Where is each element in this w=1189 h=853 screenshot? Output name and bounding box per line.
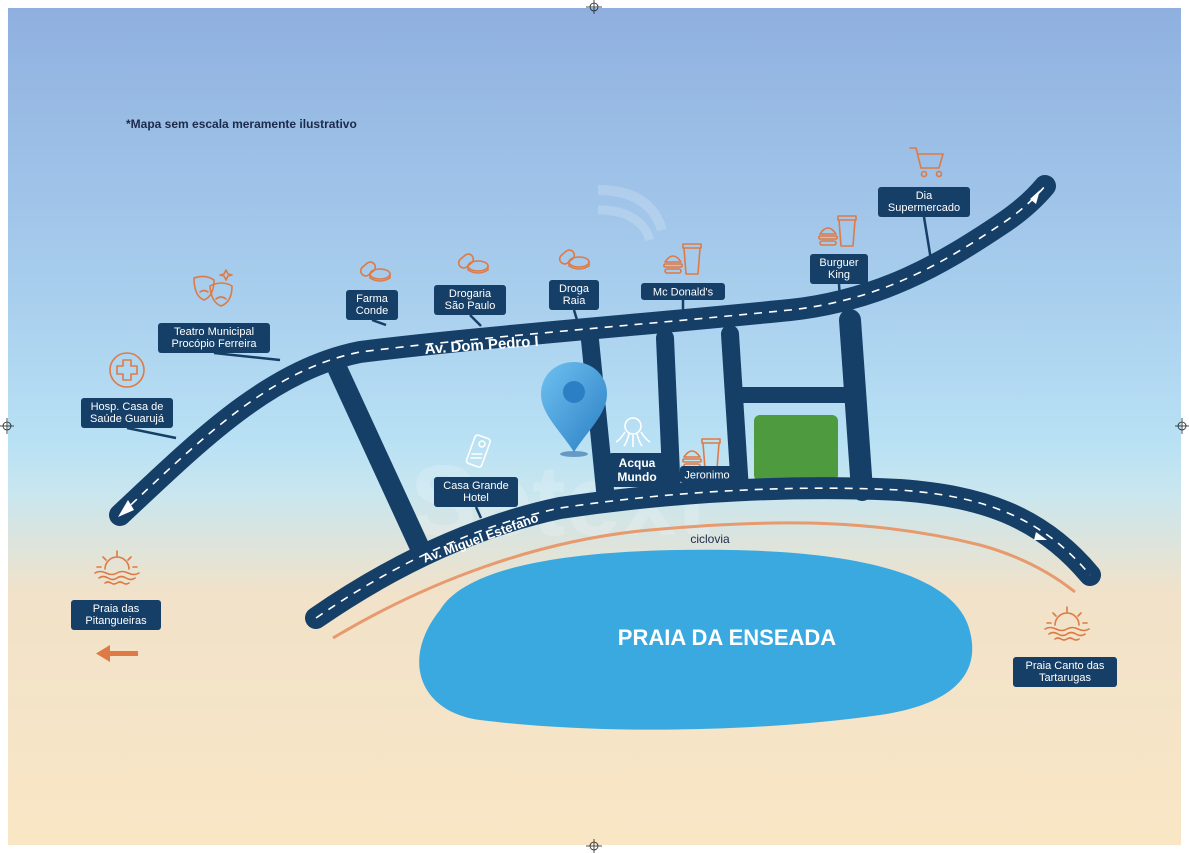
place-label-box <box>549 280 599 310</box>
road-dashes <box>119 185 1091 619</box>
place-label-text: Teatro Municipal <box>174 326 254 338</box>
beach-area <box>419 549 973 730</box>
place-label-text: Mc Donald's <box>653 287 714 299</box>
place-label-text: Farma <box>356 293 389 305</box>
road-connector-5 <box>839 309 873 501</box>
map-note: *Mapa sem escala meramente ilustrativo <box>126 117 357 131</box>
left-arrow-icon <box>96 645 138 662</box>
burger-drink-icon <box>818 215 857 247</box>
place-label-box <box>71 600 161 630</box>
hospital-cross-icon <box>109 352 145 388</box>
place-label-text: Raia <box>563 295 587 307</box>
hotel-key-icon <box>465 434 491 468</box>
place-label-text: Hotel <box>463 492 489 504</box>
acqua-mundo-marker: Acqua Mundo <box>609 417 665 487</box>
place-label-text: Jeronimo <box>684 470 729 482</box>
place-label-text: São Paulo <box>445 300 496 312</box>
place-label-text: Dia <box>916 190 933 202</box>
place-label-text: Drogaria <box>449 288 492 300</box>
place-mcdonalds: Mc Donald's <box>641 243 725 310</box>
place-jeronimo: Jeronimo <box>680 438 734 483</box>
place-label-text: Tartarugas <box>1039 672 1091 684</box>
bike-path-label: ciclovia <box>690 532 730 546</box>
beach-name: PRAIA DA ENSEADA <box>618 625 837 650</box>
acqua-mundo-label-1: Acqua <box>619 456 656 470</box>
place-label-box <box>878 187 970 217</box>
place-label-text: Burguer <box>819 257 858 269</box>
place-label-text: Procópio Ferreira <box>172 338 258 350</box>
location-pin-icon <box>541 362 607 457</box>
place-label-text: Praia das <box>93 603 140 615</box>
place-label-box <box>680 466 734 483</box>
place-label-text: King <box>828 269 850 281</box>
place-label-text: Pitangueiras <box>85 615 147 627</box>
pills-icon <box>558 249 590 270</box>
pills-icon <box>457 253 489 274</box>
place-label-box <box>346 290 398 320</box>
sunset-icon <box>1044 606 1090 641</box>
place-label-box <box>641 283 725 300</box>
road-connector-3 <box>656 329 681 505</box>
place-label-text: Hosp. Casa de <box>91 401 164 413</box>
theater-masks-icon <box>193 269 233 307</box>
place-label-text: Praia Canto das <box>1026 660 1105 672</box>
road-arrows <box>118 190 1047 540</box>
park-area <box>754 415 838 481</box>
octopus-icon <box>615 417 651 447</box>
sunset-icon <box>94 550 140 585</box>
place-label-box <box>810 254 868 284</box>
pills-icon <box>359 261 391 282</box>
shopping-cart-icon <box>909 147 944 178</box>
place-label-text: Supermercado <box>888 202 960 214</box>
road-connector-4 <box>721 325 749 499</box>
road-connector-1 <box>328 360 430 558</box>
place-label-text: Conde <box>356 305 388 317</box>
road-connector-2 <box>581 331 615 509</box>
place-label-box <box>158 323 270 353</box>
place-label-box <box>81 398 173 428</box>
bike-path <box>332 521 1076 640</box>
place-label-box <box>434 477 518 507</box>
place-label-box <box>434 285 506 315</box>
acqua-mundo-label-2: Mundo <box>617 470 656 484</box>
place-label-text: Droga <box>559 283 590 295</box>
place-label-text: Saúde Guarujá <box>90 413 165 425</box>
burger-drink-icon <box>663 243 702 275</box>
place-label-text: Casa Grande <box>443 480 508 492</box>
place-label-box <box>1013 657 1117 687</box>
